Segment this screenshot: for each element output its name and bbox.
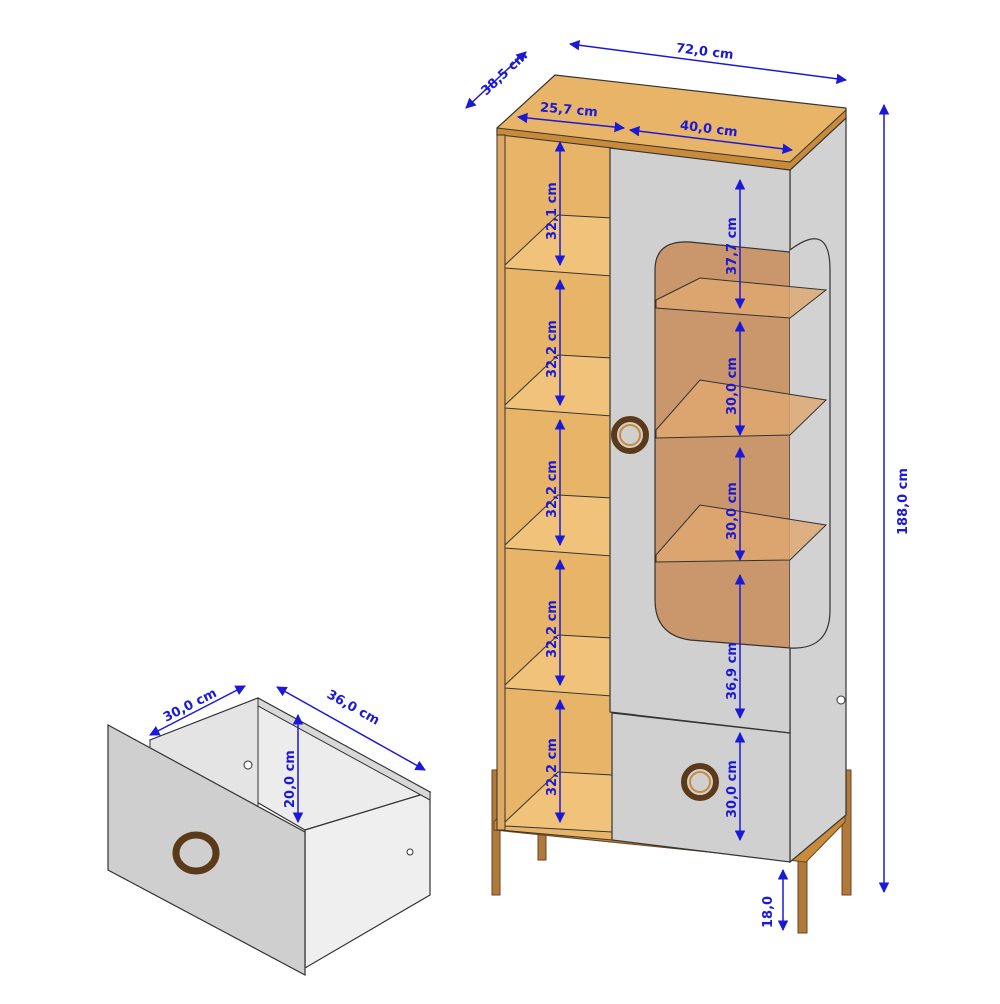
door-handle-inner xyxy=(619,424,641,446)
drawer-height-label: 20,0 cm xyxy=(283,750,298,808)
side-panel-hole xyxy=(836,695,846,705)
depth-arrow xyxy=(465,51,527,109)
shelf-5-label: 32,2 cm xyxy=(545,738,560,796)
drawer-width-arrow xyxy=(149,685,246,736)
glass-3-label: 30,0 cm xyxy=(725,482,740,540)
drawer-handle[interactable] xyxy=(681,763,719,801)
cabinet-leg-back-left xyxy=(537,834,547,861)
door-handle[interactable] xyxy=(611,416,649,454)
drawer-detail xyxy=(107,697,432,976)
leg-height-label: 18,0 xyxy=(761,896,776,928)
door-width-label: 40,0 cm xyxy=(679,118,738,140)
shelf-2-label: 32,2 cm xyxy=(545,320,560,378)
drawer-depth-label: 36,0 cm xyxy=(324,687,382,728)
cabinet-leg-front-left xyxy=(491,769,501,896)
drawer-side-hole xyxy=(243,760,253,770)
open-width-label: 25,7 cm xyxy=(539,100,598,120)
dimension-lines xyxy=(149,40,890,932)
shelf-1-label: 32,1 cm xyxy=(545,182,560,240)
drawer-front-panel xyxy=(107,723,306,976)
glass-2-label: 30,0 cm xyxy=(725,357,740,415)
shelf-3-label: 32,2 cm xyxy=(545,460,560,518)
glass-4-label: 36,9 cm xyxy=(725,642,740,700)
cabinet-drawer-front[interactable] xyxy=(611,712,791,863)
height-label: 188,0 cm xyxy=(896,468,911,535)
drawer-handle-inner xyxy=(689,771,711,793)
width-label: 72,0 cm xyxy=(675,41,734,63)
open-width-arrow xyxy=(516,112,626,133)
depth-label: 38,5 cm xyxy=(478,48,531,98)
drawer-depth-arrow xyxy=(276,686,426,771)
door-width-arrow xyxy=(628,125,794,155)
shelf-4-label: 32,2 cm xyxy=(545,600,560,658)
drawer-front-handle[interactable] xyxy=(172,831,220,875)
left-side-panel xyxy=(496,134,506,831)
glass-1-label: 37,7 cm xyxy=(725,217,740,275)
drawer-side-hole-2 xyxy=(406,848,414,856)
drawer-front-label: 30,0 cm xyxy=(725,760,740,818)
width-arrow xyxy=(568,40,848,84)
